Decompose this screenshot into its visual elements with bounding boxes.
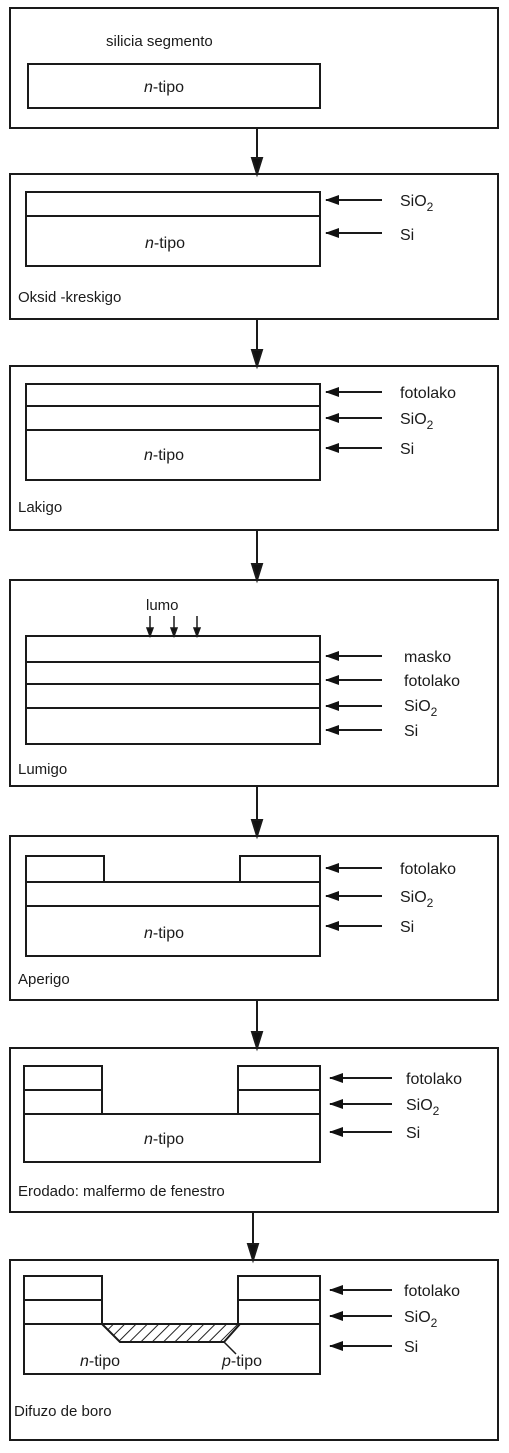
step-1-n-substrate (27, 63, 321, 109)
step-4-frame (9, 579, 499, 787)
step-2-si-substrate (25, 215, 321, 267)
step-7-photoresist-left (23, 1275, 103, 1301)
step-3-photoresist-layer (25, 383, 321, 407)
step-5-label-sio2: SiO2 (400, 889, 434, 910)
step-7-frame (9, 1259, 499, 1441)
step-7-n-type-label: n-tipo (80, 1353, 120, 1370)
step-4-panel (9, 579, 499, 787)
step-7-sio2-left (23, 1299, 103, 1325)
step-4-light-label: lumo (146, 597, 179, 614)
step-6-label-sio2: SiO2 (406, 1097, 440, 1118)
step-7-p-region-leader (223, 1341, 237, 1355)
connector-1 (250, 128, 264, 178)
step-2-sio2-layer (25, 191, 321, 217)
step-7-p-type-label: p-tipo (221, 1353, 262, 1370)
step-7-label-sio2: SiO2 (404, 1309, 438, 1330)
step-3-label-sio2: SiO2 (400, 411, 434, 432)
step-5-panel (9, 835, 499, 1001)
step-7-label-si: Si (404, 1339, 418, 1356)
step-6-sio2-right (237, 1089, 321, 1115)
step-5-sio2-layer (25, 881, 321, 907)
step-3-si-substrate (25, 429, 321, 481)
step-3-label-si: Si (400, 441, 414, 458)
step-1-frame (9, 7, 499, 129)
step-4-sio2-layer (25, 683, 321, 709)
step-7-title: Difuzo de boro (14, 1403, 112, 1420)
step-1-panel (9, 7, 499, 129)
connector-3 (250, 530, 264, 584)
step-3-n-type-label: n-tipo (144, 447, 184, 464)
step-3-title: Lakigo (18, 499, 62, 516)
connector-4 (250, 786, 264, 840)
step-4-photoresist-layer (25, 661, 321, 685)
step-6-label-si: Si (406, 1125, 420, 1142)
step-4-label-mask: masko (404, 649, 451, 666)
step-2-label-sio2: SiO2 (400, 193, 434, 214)
step-6-si-substrate (23, 1113, 321, 1163)
step-2-panel (9, 173, 499, 320)
step-4-label-photoresist: fotolako (404, 673, 460, 690)
connector-6 (246, 1212, 260, 1264)
step-4-light-arrows (145, 616, 202, 639)
step-3-sio2-layer (25, 405, 321, 431)
step-6-photoresist-right (237, 1065, 321, 1091)
step-7-panel (9, 1259, 499, 1441)
connector-5 (250, 1000, 264, 1052)
step-1-title: silicia segmento (106, 33, 213, 50)
step-4-label-sio2: SiO2 (404, 698, 438, 719)
step-3-panel (9, 365, 499, 531)
step-6-sio2-left (23, 1089, 103, 1115)
step-4-si-substrate (25, 707, 321, 745)
step-3-frame (9, 365, 499, 531)
step-5-photoresist-left (25, 855, 105, 883)
step-3-label-photoresist: fotolako (400, 385, 456, 402)
step-6-photoresist-left (23, 1065, 103, 1091)
step-5-label-si: Si (400, 919, 414, 936)
step-5-frame (9, 835, 499, 1001)
step-6-n-type-label: n-tipo (144, 1131, 184, 1148)
connector-2 (250, 319, 264, 370)
step-2-title: Oksid -kreskigo (18, 289, 121, 306)
step-5-photoresist-right (239, 855, 321, 883)
step-6-label-photoresist: fotolako (406, 1071, 462, 1088)
step-2-frame (9, 173, 499, 320)
step-7-sio2-right (237, 1299, 321, 1325)
step-2-n-type-label: n-tipo (145, 235, 185, 252)
step-2-label-si: Si (400, 227, 414, 244)
step-5-si-substrate (25, 905, 321, 957)
step-1-n-type-label: n-tipo (144, 79, 184, 96)
step-7-p-diffusion-region (99, 1323, 243, 1343)
step-7-photoresist-right (237, 1275, 321, 1301)
step-5-n-type-label: n-tipo (144, 925, 184, 942)
step-4-title: Lumigo (18, 761, 67, 778)
step-5-label-photoresist: fotolako (400, 861, 456, 878)
step-4-mask-layer (25, 635, 321, 663)
step-5-title: Aperigo (18, 971, 70, 988)
step-6-title: Erodado: malfermo de fenestro (18, 1183, 225, 1200)
step-7-label-photoresist: fotolako (404, 1283, 460, 1300)
step-4-label-si: Si (404, 723, 418, 740)
